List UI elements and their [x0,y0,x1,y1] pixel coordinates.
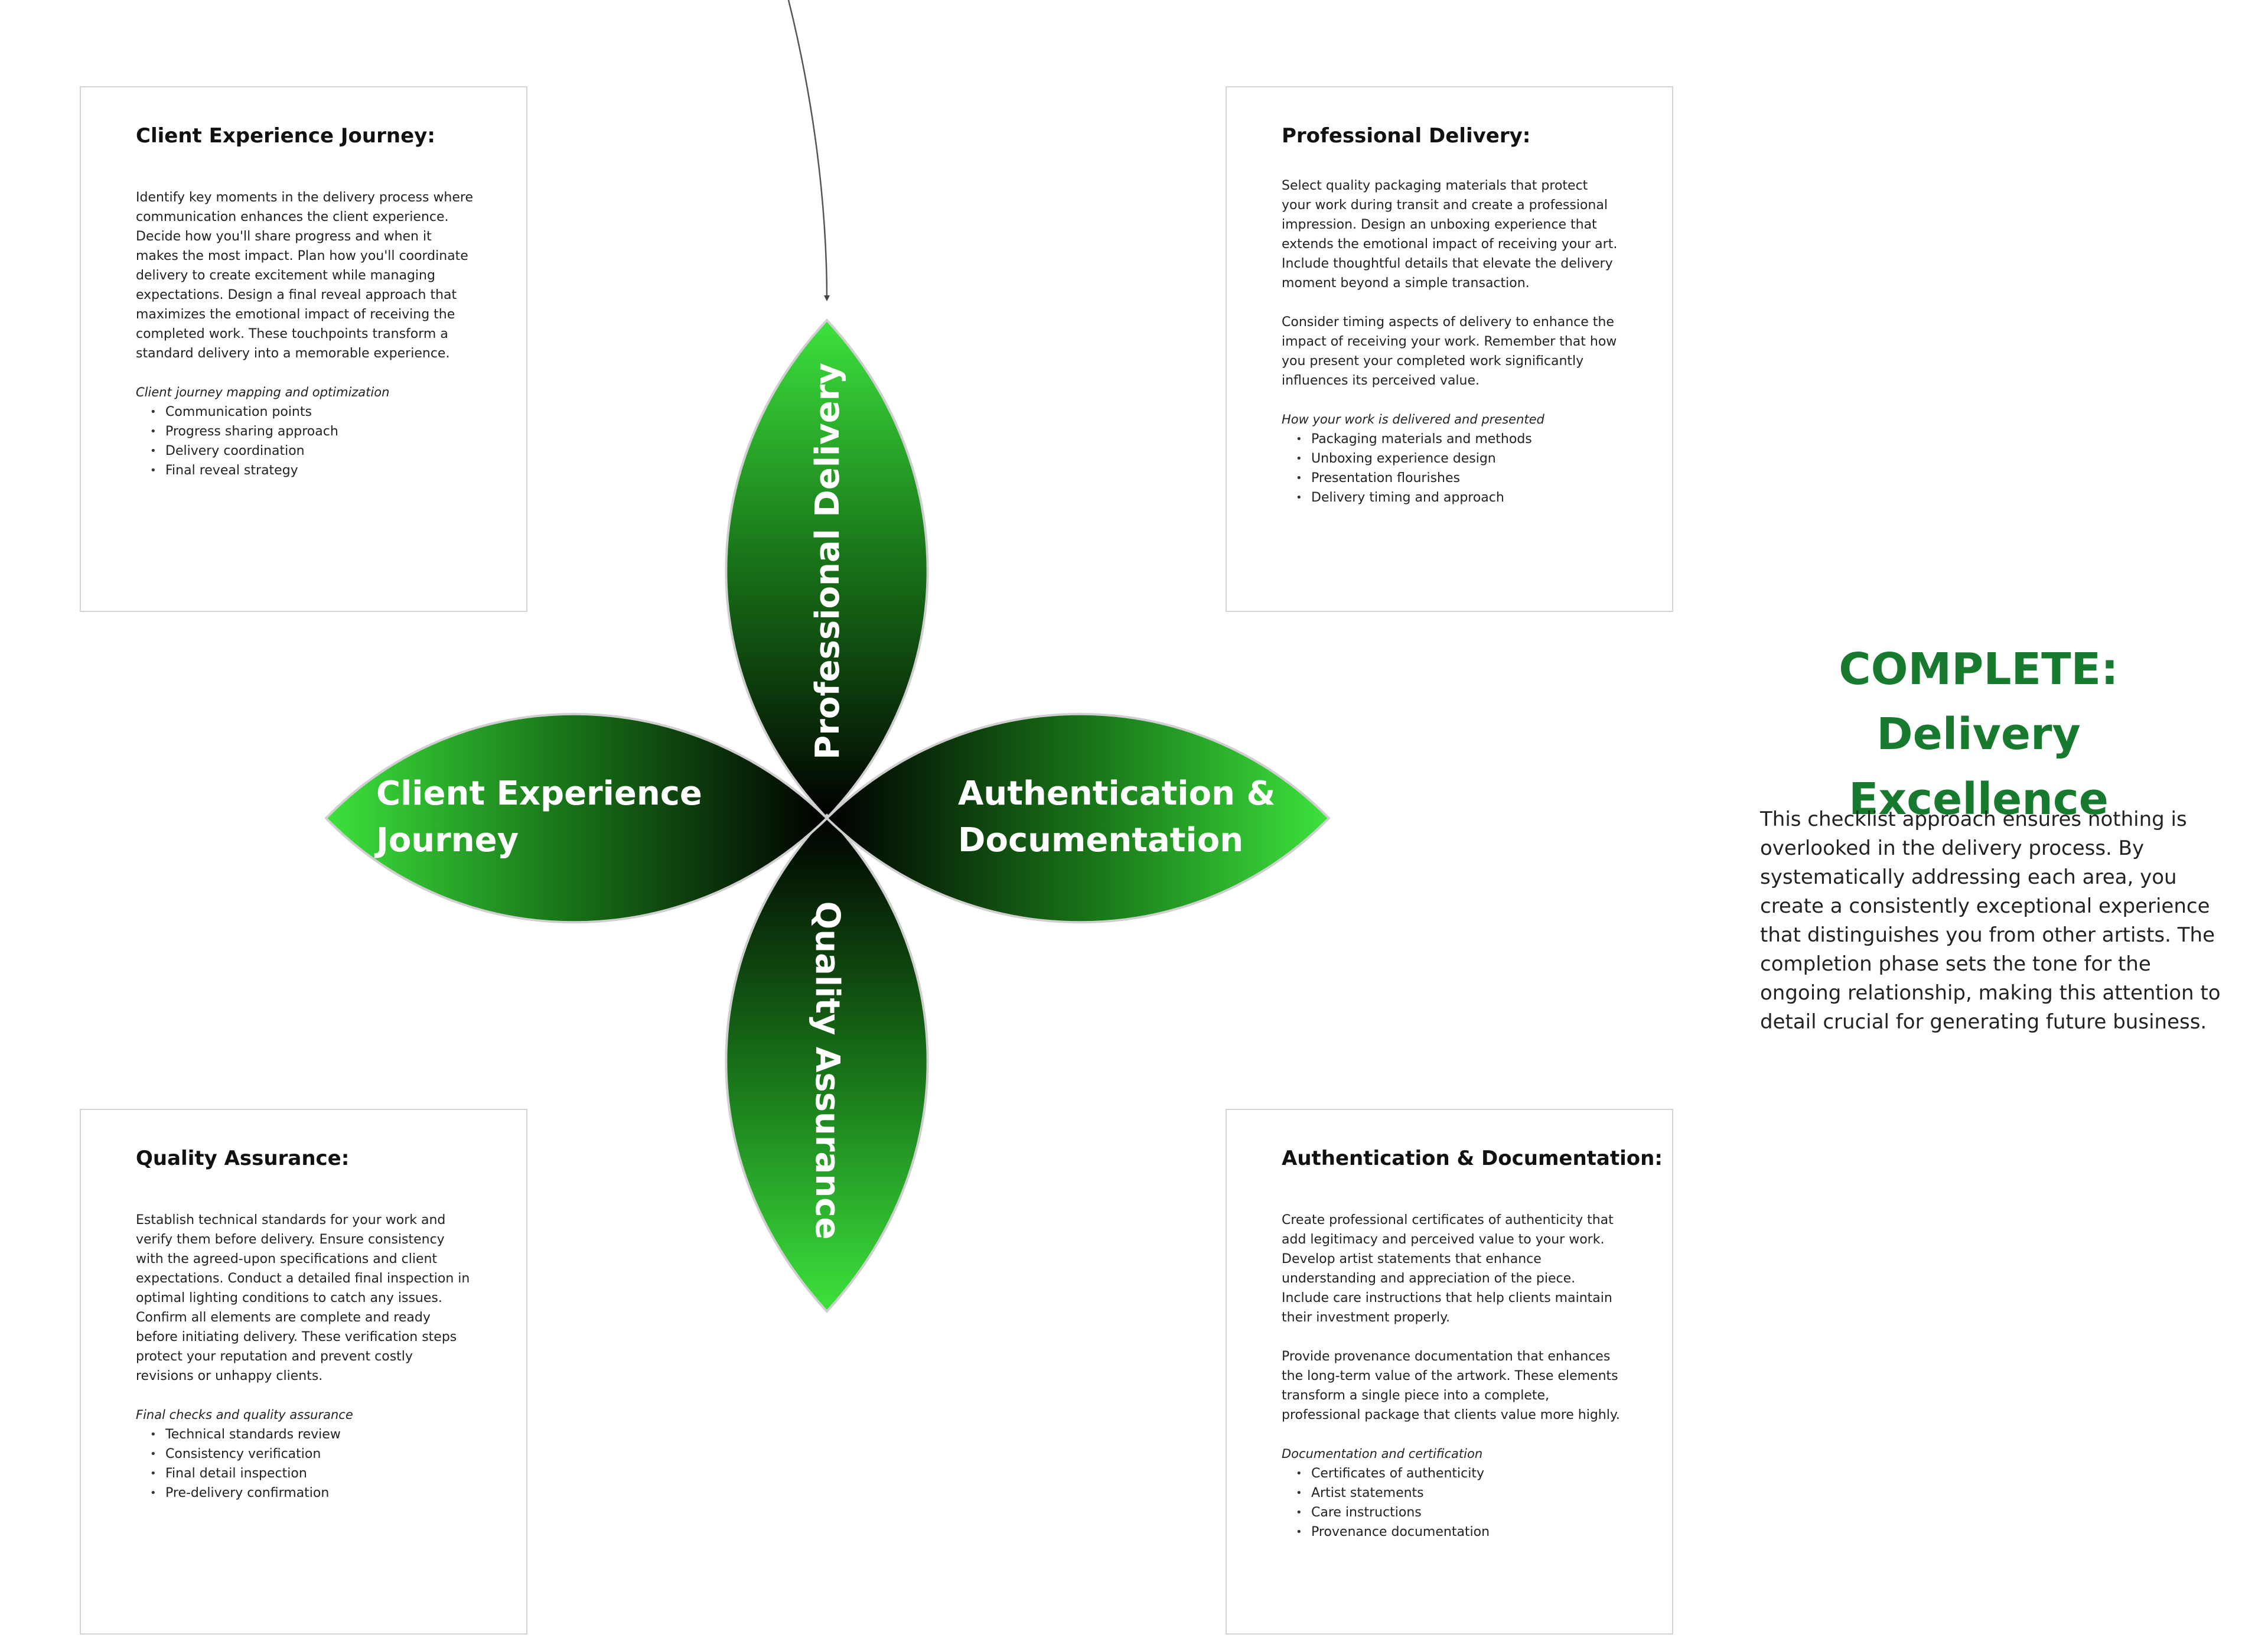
card-quality-assurance-list: Technical standards review Consistency v… [136,1425,474,1503]
summary-title-line1: COMPLETE: [1839,644,2119,695]
list-item: Presentation flourishes [1296,468,1620,488]
card-quality-assurance-caption: Final checks and quality assurance [136,1408,353,1422]
petal-left-label-line2: Journey [374,821,519,860]
card-professional-delivery-list: Packaging materials and methods Unboxing… [1282,429,1620,507]
card-professional-delivery-text-1: Select quality packaging materials that … [1282,178,1618,291]
card-authentication-documentation-caption: Documentation and certification [1282,1447,1483,1461]
petal-right-label-line1: Authentication & [958,774,1275,813]
list-item: Delivery timing and approach [1296,488,1620,507]
petal-top-label: Professional Delivery [809,363,847,760]
petal-left[interactable] [324,712,829,924]
petal-left-label-line1: Client Experience [376,774,702,813]
petal-bottom-label: Quality Assurance [808,901,846,1240]
list-item: Provenance documentation [1296,1522,1620,1542]
list-item: Technical standards review [150,1425,474,1444]
card-authentication-documentation: Authentication & Documentation: Create p… [1226,1109,1673,1635]
card-client-experience-text: Identify key moments in the delivery pro… [136,190,474,361]
card-quality-assurance-title: Quality Assurance: [136,1147,350,1170]
petal-right-label-line2: Documentation [958,821,1243,860]
incoming-connector-arrow [787,0,830,301]
card-quality-assurance-text: Establish technical standards for your w… [136,1213,470,1383]
card-authentication-documentation-text-1: Create professional certificates of auth… [1282,1213,1614,1325]
card-client-experience: Client Experience Journey: Identify key … [80,86,527,612]
card-authentication-documentation-text-2: Provide provenance documentation that en… [1282,1349,1620,1422]
card-quality-assurance: Quality Assurance: Establish technical s… [80,1109,527,1635]
list-item: Packaging materials and methods [1296,429,1620,449]
petal-right[interactable] [825,712,1331,924]
card-authentication-documentation-list: Certificates of authenticity Artist stat… [1282,1464,1620,1542]
card-professional-delivery-text-2: Consider timing aspects of delivery to e… [1282,315,1617,388]
list-item: Artist statements [1296,1483,1620,1503]
list-item: Final reveal strategy [150,461,474,480]
list-item: Final detail inspection [150,1464,474,1483]
card-client-experience-list: Communication points Progress sharing ap… [136,402,474,480]
card-authentication-documentation-title: Authentication & Documentation: [1282,1147,1663,1170]
list-item: Consistency verification [150,1444,474,1464]
card-professional-delivery-caption: How your work is delivered and presented [1282,412,1544,427]
list-item: Delivery coordination [150,441,474,461]
card-professional-delivery: Professional Delivery: Select quality pa… [1226,86,1673,612]
petal-bottom[interactable] [725,813,929,1313]
summary-body: This checklist approach ensures nothing … [1760,808,2221,1034]
card-professional-delivery-title: Professional Delivery: [1282,124,1531,148]
list-item: Care instructions [1296,1503,1620,1522]
card-client-experience-title: Client Experience Journey: [136,124,435,148]
list-item: Pre-delivery confirmation [150,1483,474,1503]
summary-title-line2: Delivery Excellence [1849,709,2109,825]
list-item: Progress sharing approach [150,422,474,441]
list-item: Unboxing experience design [1296,449,1620,468]
list-item: Communication points [150,402,474,422]
list-item: Certificates of authenticity [1296,1464,1620,1483]
card-client-experience-caption: Client journey mapping and optimization [136,385,390,399]
